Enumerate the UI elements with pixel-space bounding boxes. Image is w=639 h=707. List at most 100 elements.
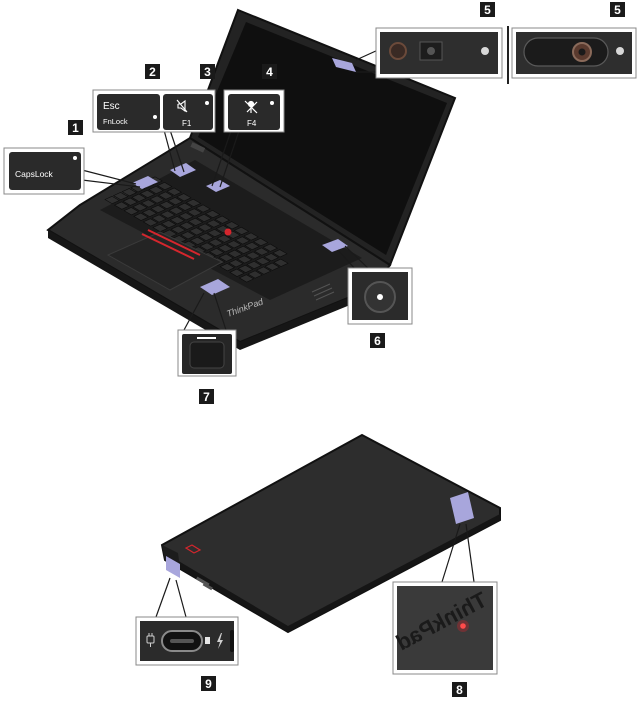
f1-key-label: F1 [182, 119, 192, 128]
trackpad-button-stripe [141, 233, 195, 260]
keyboard-key [180, 231, 196, 240]
keyboard-key [104, 195, 120, 205]
keyboard-key [168, 206, 185, 215]
keyboard-key [255, 266, 272, 275]
highlight-f4-key [206, 180, 230, 192]
keyboard-key [166, 187, 183, 196]
f4-key-label: F4 [247, 119, 257, 128]
trackpad-button-stripe [147, 229, 201, 256]
keyboard-key [199, 242, 215, 251]
keyboard-key [160, 220, 177, 229]
keyboard-key [273, 258, 289, 267]
keyboard-key [150, 204, 166, 214]
keyboard-key [195, 204, 211, 213]
capslock-key-label: CapsLock [15, 169, 54, 179]
keyboard-key [228, 259, 244, 268]
keyboard-key [226, 240, 242, 249]
keyboard-key [197, 223, 213, 232]
keyboard-key [214, 215, 231, 224]
keyboard-key [133, 212, 149, 221]
keyboard-key [176, 193, 192, 202]
camera-status-led [481, 47, 489, 55]
keyboard-key [196, 213, 212, 223]
callout-1: 1 [68, 120, 83, 135]
keyboard-key [207, 238, 224, 247]
inset-camera [375, 27, 503, 79]
keyboard-key [189, 236, 206, 245]
laptop-screen [198, 22, 447, 255]
inset-fingerprint-reader [177, 329, 237, 377]
keyboard-key [217, 244, 234, 253]
callout-5-number: 5 [614, 3, 621, 17]
keyboard-key [179, 221, 195, 230]
keyboard-key [198, 232, 214, 242]
keyboard-key [112, 192, 129, 201]
inset-usbc-port [135, 616, 239, 666]
callout-5-closed-shutter: 5 [480, 2, 495, 17]
capslock-indicator-led [73, 156, 77, 160]
microphone-mute-icon [244, 100, 258, 114]
keyboard-key [123, 207, 140, 216]
inset-esc-f1-keys: Esc FnLock F1 [92, 89, 216, 133]
fnlock-key-label: FnLock [103, 117, 128, 126]
keyboard-key [132, 203, 148, 212]
usbc-status-led [205, 637, 210, 644]
callout-7-number: 7 [203, 390, 210, 404]
callout-6: 6 [370, 333, 385, 348]
keyboard-key [272, 249, 288, 258]
callout-2-number: 2 [149, 65, 156, 79]
callout-5-open-shutter: 5 [610, 2, 625, 17]
trackpoint [224, 228, 232, 236]
keyboard-key [148, 185, 164, 195]
hinge-badge [190, 142, 206, 153]
keyboard-key [205, 219, 222, 228]
callout-8-number: 8 [456, 683, 463, 697]
keyboard-key [252, 238, 269, 247]
highlight-capslock-key [132, 176, 158, 189]
highlight-fingerprint [200, 279, 230, 295]
leader-lines-top [81, 49, 379, 331]
keyboard-key [113, 201, 130, 210]
keyboard-key [151, 214, 167, 223]
speaker-mute-indicator-led [205, 101, 209, 105]
keyboard-key [187, 217, 204, 226]
camera-status-led [616, 47, 624, 55]
closed-laptop-edge [165, 514, 500, 632]
keyboard-key [149, 195, 165, 204]
inset-power-button [347, 267, 413, 325]
callout-1-number: 1 [72, 121, 79, 135]
inset-capslock-key: CapsLock [3, 147, 85, 195]
keyboard-key [224, 221, 240, 230]
keyboard-key [208, 248, 225, 257]
keyboard-key [216, 234, 233, 243]
callout-9: 9 [201, 676, 216, 691]
highlight-camera [332, 58, 356, 72]
fnlock-indicator-led [153, 115, 157, 119]
callout-8: 8 [452, 682, 467, 697]
power-plug-icon [146, 633, 155, 647]
keyboard-key [237, 264, 254, 273]
keyboard-key [152, 223, 168, 233]
highlight-usbc-port [166, 556, 180, 578]
power-indicator-led [377, 294, 383, 300]
keyboard-key [253, 247, 270, 256]
keyboard-key [233, 226, 250, 235]
keyboard-key [170, 225, 187, 234]
callout-3-number: 3 [204, 65, 211, 79]
leader-lines-bottom [155, 523, 475, 618]
keyboard-key [264, 262, 281, 271]
thinkshutter-icon [523, 37, 609, 67]
callout-5-number: 5 [484, 3, 491, 17]
keyboard-key [246, 260, 262, 270]
inset-lid-logo: ThinkPad [392, 581, 498, 675]
keyboard-key [229, 268, 245, 277]
callout-2: 2 [145, 64, 160, 79]
keyboard-key [218, 253, 235, 262]
inset-camera-shutter [511, 27, 637, 79]
closed-side-ports [195, 576, 213, 591]
keyboard-key [122, 197, 139, 206]
highlight-patches-bottom [166, 492, 474, 578]
trackpad [106, 231, 224, 291]
